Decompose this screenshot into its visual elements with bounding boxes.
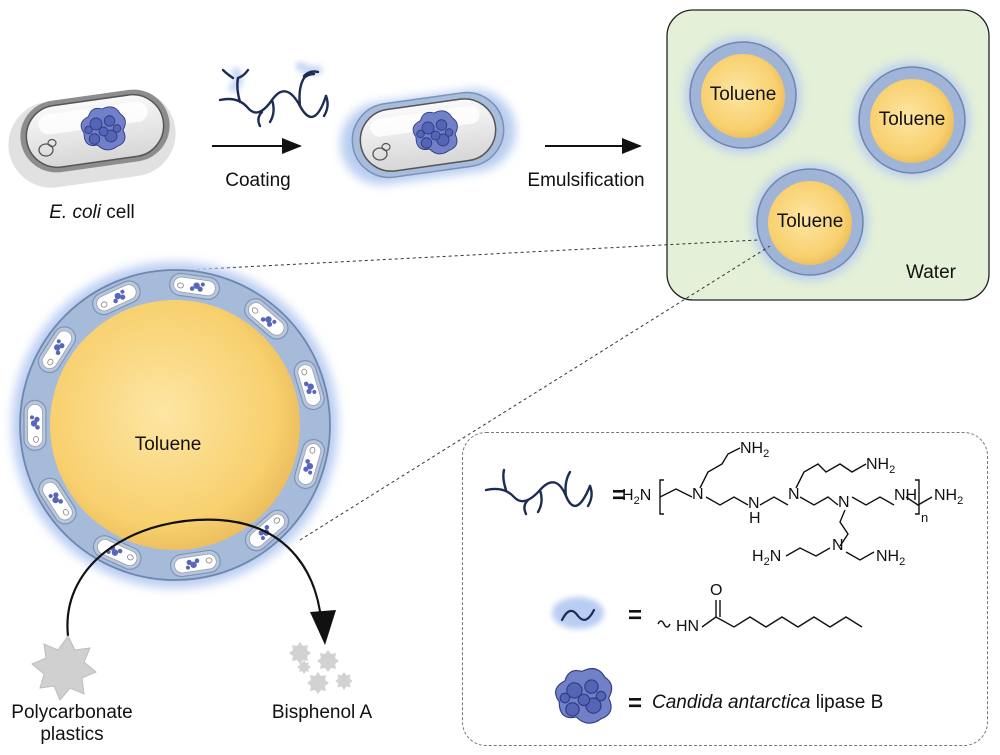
toluene-label: Toluene (709, 84, 777, 105)
pei-nh2-label: NH2 (876, 548, 906, 569)
ecoli-cell-word: cell (100, 202, 135, 223)
toluene-label: Toluene (776, 211, 844, 232)
pei-h2n-label: H2N (622, 487, 651, 507)
pei-polymer-icon (218, 61, 329, 128)
amide-o-label: O (710, 582, 723, 599)
interface-cell (23, 399, 47, 452)
pei-repeat-label: n (921, 510, 929, 525)
pei-n-label: N (832, 537, 844, 554)
water-phase (666, 9, 990, 301)
ecoli-cell-icon (8, 89, 176, 188)
emulsification-label: Emulsification (527, 170, 645, 191)
pei-structure (657, 447, 933, 628)
pei-n-label: N (748, 495, 760, 512)
toluene-label: Toluene (878, 109, 946, 130)
coating-label: Coating (225, 170, 291, 191)
equals-sign: = (612, 482, 627, 509)
toluene-droplet (752, 164, 868, 280)
enzyme-name: lipase B (810, 692, 884, 713)
legend-box (462, 432, 988, 746)
polycarbonate-line2: plastics (40, 724, 104, 745)
bisphenol-particles-icon (289, 642, 353, 694)
equals-sign: = (628, 602, 643, 629)
toluene-droplet (854, 62, 970, 178)
enzyme-species: Candida antarctica (652, 692, 811, 713)
water-label: Water (906, 262, 956, 283)
pei-n-label: N (788, 486, 800, 503)
lipid-chain-icon (552, 597, 604, 629)
toluene-label-zoomed: Toluene (134, 434, 202, 455)
pei-nh2-label: NH2 (866, 456, 896, 477)
polycarbonate-line1: Polycarbonate (11, 702, 133, 723)
pei-n-label: N (692, 486, 704, 503)
pei-nh2-label: NH2 (740, 440, 770, 461)
ecoli-label: E. coli cell (49, 202, 135, 224)
degradation-arrow (66, 518, 324, 637)
pei-h-label: H (749, 510, 761, 527)
equals-sign: = (628, 690, 643, 717)
ecoli-species: E. coli (49, 202, 101, 223)
amide-hn-label: HN (676, 618, 700, 635)
pei-h2n: H2N (622, 487, 652, 508)
pei-nh2-label: NH2 (934, 487, 964, 508)
bisphenol-label: Bisphenol A (271, 702, 373, 723)
polycarbonate-star-icon (31, 635, 97, 701)
enzyme-label: Candida antarctica lipase B (652, 692, 883, 714)
pei-polymer-icon (484, 468, 593, 516)
zoom-lines (184, 239, 771, 541)
pei-h2n-label: H2N (752, 548, 782, 569)
pei-nh-label: NH (894, 487, 918, 504)
zoomed-droplet (12, 262, 338, 588)
coated-cell-icon (340, 89, 516, 185)
pei-n-label: N (838, 494, 850, 511)
toluene-droplet (685, 37, 801, 153)
